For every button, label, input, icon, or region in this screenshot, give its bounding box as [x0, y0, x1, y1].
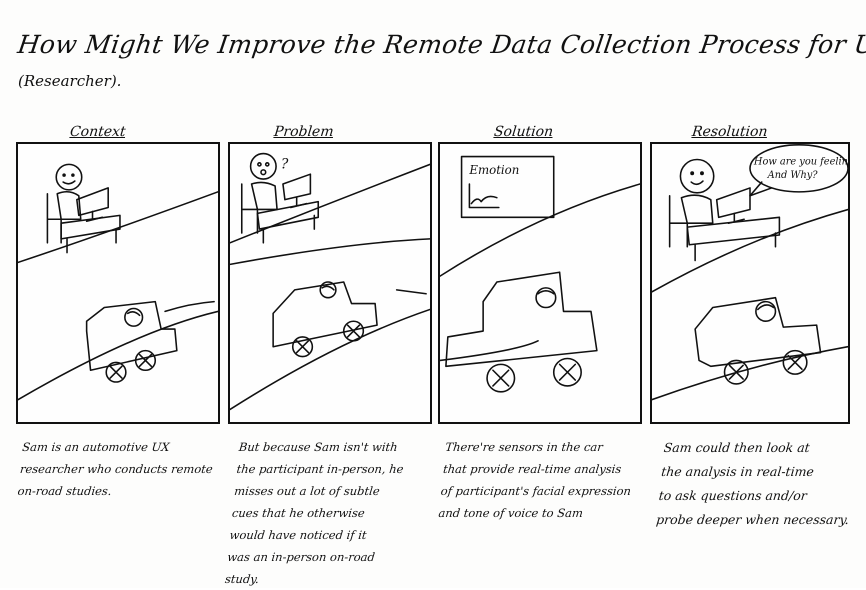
car-wheel-rear — [342, 320, 365, 342]
researcher-body — [250, 181, 278, 211]
car-wheel-front — [486, 363, 516, 393]
driver-head — [755, 300, 777, 323]
road-top — [652, 208, 848, 293]
car-wheel-rear — [782, 349, 808, 375]
car-body — [694, 296, 822, 368]
panel-label-resolution: Resolution — [691, 124, 769, 140]
confused-mark: ? — [281, 156, 289, 172]
car-wheel-rear — [134, 349, 157, 372]
speech-bubble — [749, 144, 848, 193]
monitor — [282, 173, 312, 201]
car-wheel-front — [105, 361, 127, 383]
panel-label-solution: Solution — [493, 124, 554, 140]
desk — [686, 216, 781, 246]
context-sketch — [18, 163, 218, 401]
driver-head — [319, 281, 337, 299]
road-top — [440, 183, 640, 277]
solution-sketch: Emotion — [440, 155, 640, 393]
caption-resolution: Sam could then look at the analysis in r… — [655, 440, 850, 527]
emotion-screen-label: Emotion — [468, 163, 519, 177]
desk — [256, 200, 320, 230]
car-wheel-front — [291, 336, 314, 358]
road-bottom — [230, 308, 430, 411]
monitor — [76, 187, 109, 217]
caption-solution: There're sensors in the car that provide… — [437, 440, 632, 520]
car-wheel-front — [723, 359, 749, 385]
car-wheel-rear — [552, 357, 582, 387]
emotion-screen — [460, 155, 555, 219]
car-body — [272, 281, 378, 348]
panel-problem: ? — [228, 142, 432, 424]
panel-resolution: How are you feeling? And Why? — [650, 142, 850, 424]
problem-sketch: ? — [230, 152, 430, 411]
chair — [240, 183, 259, 234]
road-bottom — [18, 310, 218, 401]
researcher-head — [679, 158, 715, 194]
panel-context — [16, 142, 220, 424]
caption-problem: But because Sam isn't with the participa… — [224, 440, 405, 586]
page-title: How Might We Improve the Remote Data Col… — [15, 30, 866, 59]
driver-head — [124, 307, 144, 327]
speech-line-1: How are you feeling? — [753, 156, 848, 167]
researcher-body — [680, 194, 714, 225]
road-mid — [230, 238, 430, 266]
monitor — [715, 187, 751, 219]
page-subtitle: (Researcher). — [18, 72, 122, 90]
driver-head — [535, 287, 557, 309]
speech-line-2: And Why? — [767, 170, 819, 181]
panel-label-context: Context — [69, 124, 127, 140]
researcher-head — [249, 152, 277, 180]
panel-label-problem: Problem — [273, 124, 335, 140]
car-body — [85, 300, 178, 372]
caption-context: Sam is an automotive UX researcher who c… — [16, 440, 214, 498]
road-top — [230, 163, 430, 244]
road-top — [18, 191, 218, 264]
researcher-head — [55, 163, 83, 191]
car-body — [445, 271, 598, 368]
panel-solution: Emotion — [438, 142, 642, 424]
resolution-sketch: How are you feeling? And Why? — [652, 144, 848, 401]
chair — [668, 194, 689, 248]
